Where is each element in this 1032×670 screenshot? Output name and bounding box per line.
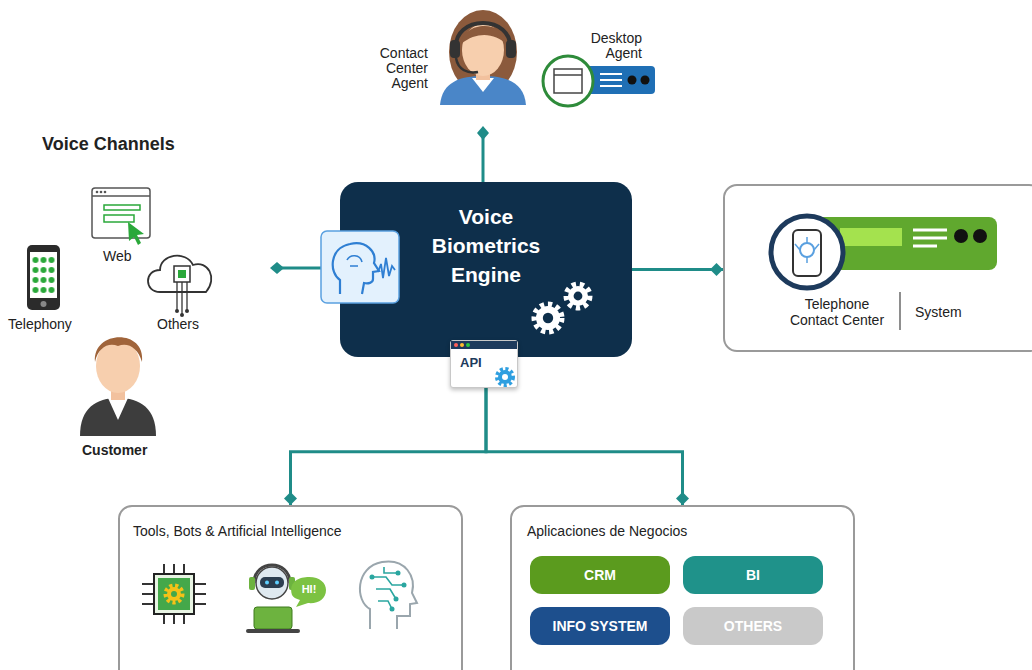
group-panel: Aplicaciones de NegociosCRM BI INFO SYSTEM…	[510, 505, 855, 670]
channel-label: Desktop Agent	[578, 31, 642, 61]
group-panel: Tools, Bots & Artificial IntelligenceHI!	[118, 505, 463, 670]
customer-figure	[80, 337, 156, 436]
panel-text: Telephone Contact Center	[782, 296, 892, 328]
web-icon	[92, 188, 150, 245]
agent-link	[482, 134, 485, 182]
panel-title: Aplicaciones de Negocios	[527, 523, 847, 540]
app-pill: BI	[683, 556, 823, 594]
gears-icon	[522, 274, 602, 344]
panel-text: System	[915, 304, 995, 320]
pill-label: OTHERS	[724, 618, 782, 634]
link-diamond	[477, 126, 489, 140]
channel-label: Voice Channels	[42, 134, 242, 155]
channel-label: Customer	[82, 443, 172, 458]
channel-label: Contact Center Agent	[364, 46, 428, 91]
channel-label: Telephony	[8, 317, 88, 332]
pill-label: INFO SYSTEM	[553, 618, 648, 634]
agent-figure	[440, 10, 526, 105]
link-diamond	[270, 262, 284, 274]
cloud-icon	[148, 256, 211, 317]
voice-head-icon	[320, 230, 402, 306]
connector	[632, 268, 723, 271]
channel-label: Web	[103, 249, 163, 264]
speech-text: HI!	[296, 583, 322, 595]
system-panel: Telephone Contact Center System	[723, 184, 1032, 352]
app-pill: CRM	[530, 556, 670, 594]
phone-icon	[27, 245, 60, 310]
engine-box: APIVoice Biometrics Engine	[340, 182, 632, 357]
api-badge: API	[450, 340, 518, 388]
engine-title: Voice Biometrics Engine	[411, 202, 561, 289]
pill-label: BI	[746, 567, 760, 583]
app-pill: INFO SYSTEM	[530, 607, 670, 645]
desktop-agent-icon	[543, 56, 655, 106]
panel-title: Tools, Bots & Artificial Intelligence	[133, 523, 453, 540]
app-pill: OTHERS	[683, 607, 823, 645]
channel-label: Others	[157, 317, 227, 332]
api-text: API	[460, 355, 500, 370]
contact-center-icon	[725, 186, 1032, 356]
pill-label: CRM	[584, 567, 616, 583]
